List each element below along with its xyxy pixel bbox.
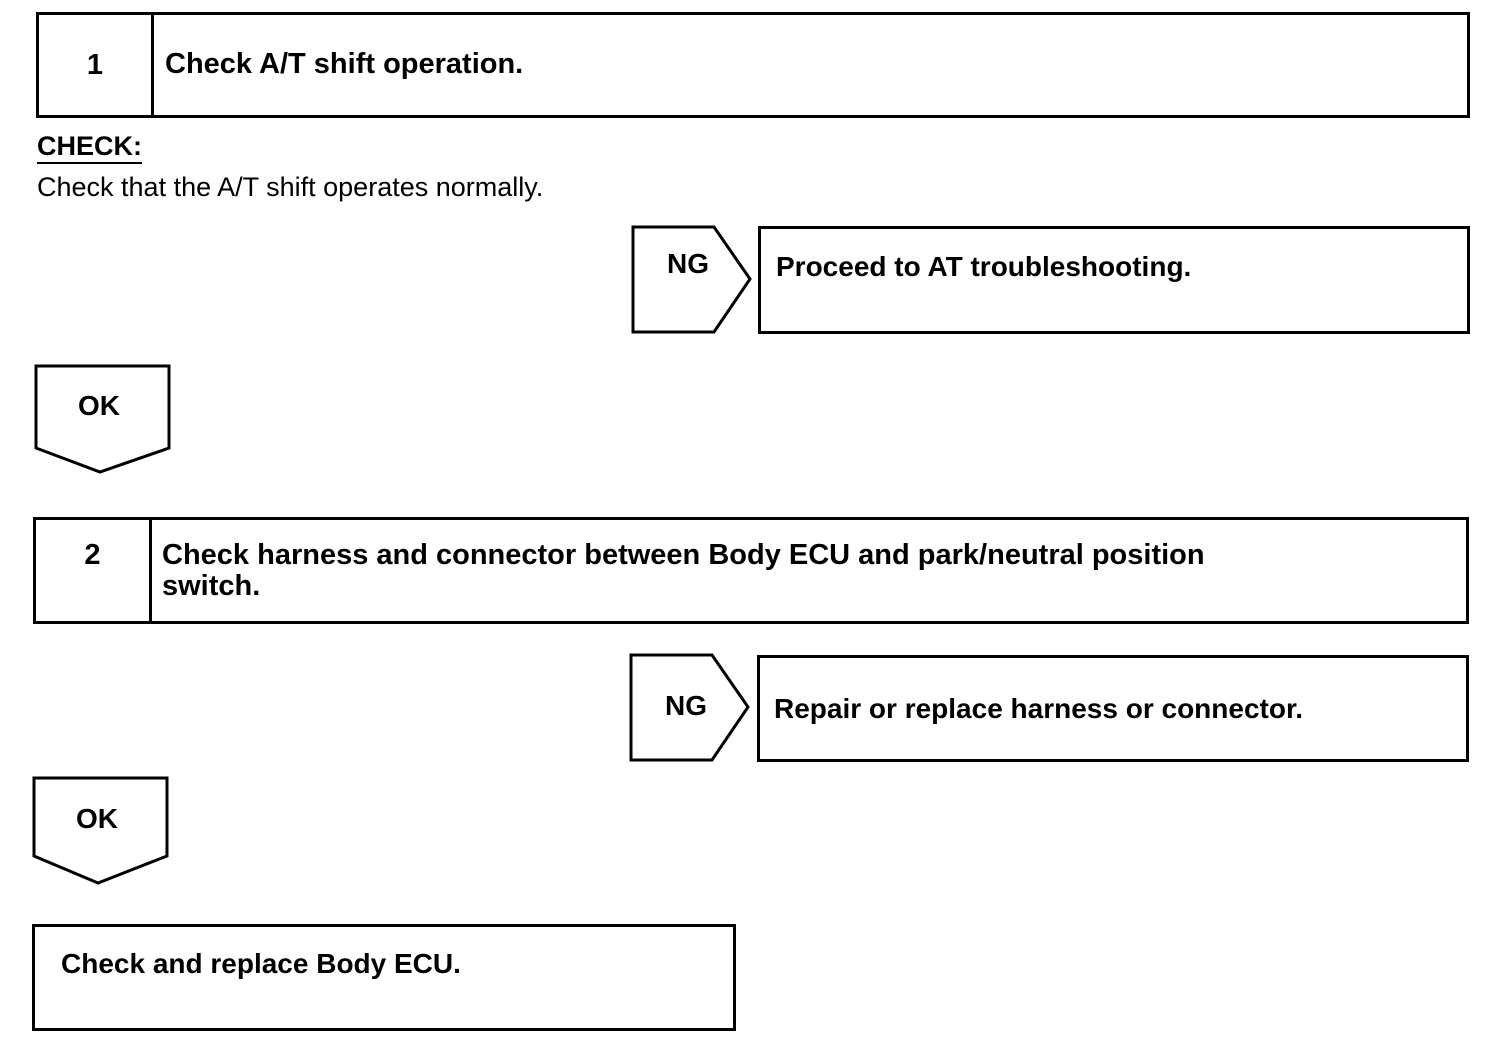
final-step-box: Check and replace Body ECU. bbox=[32, 924, 736, 1031]
ng-1-result-box: Proceed to AT troubleshooting. bbox=[758, 226, 1470, 334]
step-1-title: Check A/T shift operation. bbox=[165, 48, 524, 80]
check-instruction: Check that the A/T shift operates normal… bbox=[37, 172, 544, 202]
step-2-title-line-1: Check harness and connector between Body… bbox=[162, 539, 1205, 571]
ok-2-label: OK bbox=[76, 803, 118, 834]
step-1-number: 1 bbox=[39, 15, 154, 115]
ng-2-arrow bbox=[629, 653, 750, 762]
ng-2-result-text: Repair or replace harness or connector. bbox=[774, 693, 1304, 724]
ng-1-result-text: Proceed to AT troubleshooting. bbox=[776, 251, 1192, 282]
ng-2-label: NG bbox=[665, 690, 707, 721]
ok-1-label: OK bbox=[78, 390, 120, 421]
ng-2-result-box: Repair or replace harness or connector. bbox=[757, 655, 1469, 762]
final-step-text: Check and replace Body ECU. bbox=[61, 948, 461, 979]
check-label: CHECK: bbox=[37, 131, 142, 164]
step-2-box: 2 Check harness and connector between Bo… bbox=[33, 517, 1469, 624]
step-1-box: 1 Check A/T shift operation. bbox=[36, 12, 1470, 118]
ng-1-label: NG bbox=[667, 248, 709, 279]
ng-1-arrow bbox=[631, 225, 752, 334]
step-2-title-line-2: switch. bbox=[162, 570, 261, 602]
step-2-number: 2 bbox=[36, 520, 152, 621]
ok-2-arrow bbox=[32, 776, 169, 885]
ok-1-arrow bbox=[34, 364, 171, 474]
